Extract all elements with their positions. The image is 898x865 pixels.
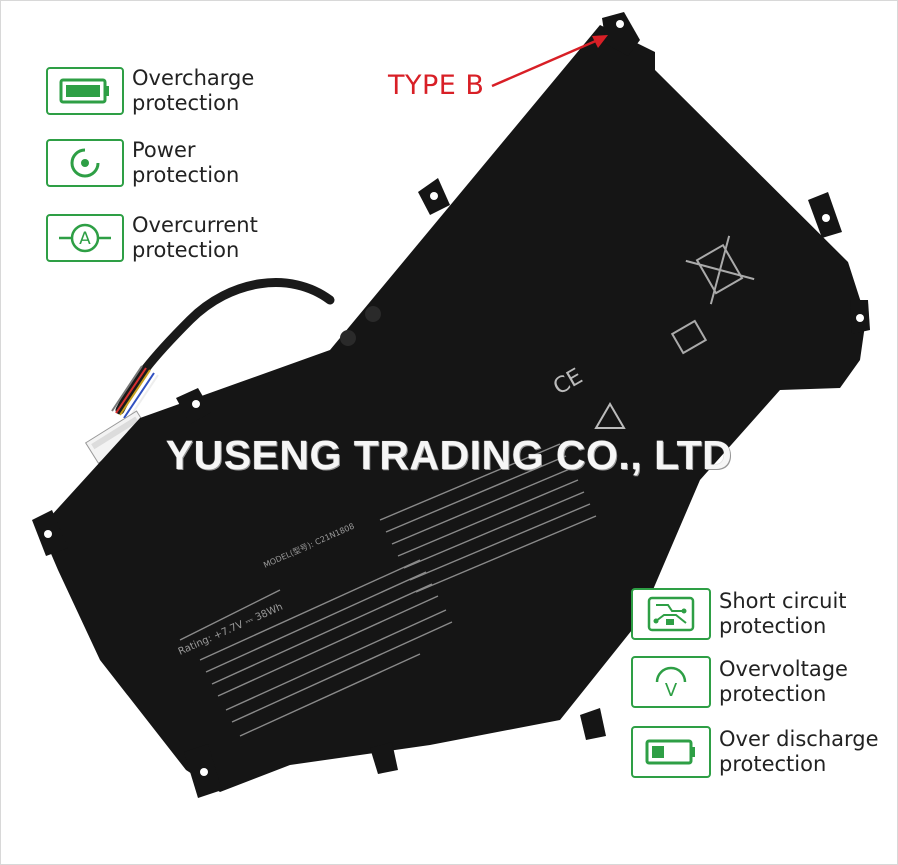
cable-wires (111, 365, 159, 421)
circuit-board-icon (631, 588, 711, 640)
feature-overvoltage: V Overvoltage protection (631, 656, 898, 708)
feature-label: Power protection (132, 138, 240, 187)
feature-label: Overcharge protection (132, 66, 255, 115)
pointer-arrow-line (491, 38, 599, 88)
battery-low-icon (631, 726, 711, 778)
power-target-icon (46, 139, 124, 187)
battery-body (40, 25, 866, 792)
terminal-screw (365, 306, 381, 322)
mounting-tabs (32, 12, 870, 798)
feature-overcurrent: A Overcurrent protection (46, 213, 332, 263)
feature-overcharge: Overcharge protection (46, 66, 332, 116)
ammeter-icon: A (46, 214, 124, 262)
pointer-arrow-head (592, 35, 608, 48)
svg-text:V: V (665, 680, 678, 701)
feature-power: Power protection (46, 138, 332, 188)
type-b-label: TYPE B (388, 70, 485, 101)
battery-label-text-lines (179, 443, 597, 737)
feature-label: Overvoltage protection (719, 657, 848, 706)
warning-triangle-icon (594, 402, 626, 429)
watermark-text: YUSENG TRADING CO., LTD (165, 432, 733, 478)
crossed-bin-icon (685, 235, 755, 305)
feature-label: Short circuit protection (719, 589, 847, 638)
voltmeter-icon: V (631, 656, 711, 708)
feature-label: Overcurrent protection (132, 213, 258, 262)
feature-short-circuit: Short circuit protection (631, 588, 898, 640)
terminal-screw (340, 330, 356, 346)
svg-text:A: A (79, 229, 91, 249)
feature-over-discharge: Over discharge protection (631, 726, 898, 778)
battery-full-icon (46, 67, 124, 115)
feature-label: Over discharge protection (719, 727, 879, 776)
cert-logo (670, 319, 708, 355)
